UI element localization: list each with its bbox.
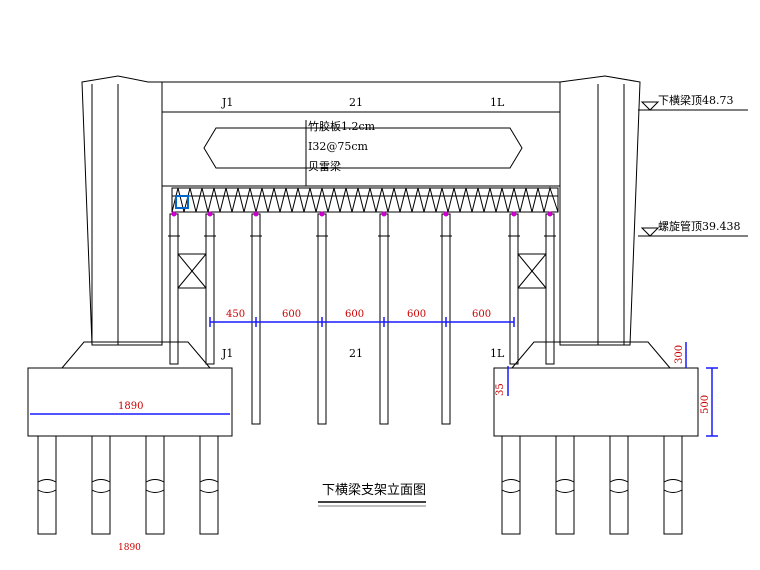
beam-note-1: 竹胶板1.2cm <box>308 119 376 133</box>
span-ticks <box>209 317 515 327</box>
left-pier <box>81 75 163 346</box>
section-mark-upper-left: J1 <box>221 96 233 109</box>
section-mark-lower-right: 1L <box>490 347 505 360</box>
bailey-truss <box>171 186 559 213</box>
elevation-marks <box>638 101 748 237</box>
cross-beam <box>162 81 560 187</box>
elevation-pipe-top: 螺旋管顶39.438 <box>658 219 741 233</box>
corner-anchor-icon <box>175 195 189 209</box>
bracing-left <box>177 253 207 289</box>
pile-break-marks <box>37 479 683 493</box>
section-mark-lower-left: J1 <box>221 347 233 360</box>
beam-note-2: I32@75cm <box>308 140 369 153</box>
cap-height-dim: 300 <box>674 345 685 364</box>
beam-note-3: 贝雷梁 <box>308 159 341 173</box>
elevation-beam-top: 下横梁顶48.73 <box>658 93 734 107</box>
footing-height-dim: 500 <box>700 395 711 414</box>
span-dim-2: 600 <box>282 309 301 320</box>
bottom-note: 1890 <box>118 543 141 553</box>
section-mark-upper-middle: 21 <box>349 96 363 109</box>
span-dim-5: 600 <box>472 309 491 320</box>
bracing-right <box>517 253 547 289</box>
left-pile-cap <box>27 341 233 437</box>
span-dim-3: 600 <box>345 309 364 320</box>
height-dimension-lines <box>507 342 718 437</box>
section-mark-lower-middle: 21 <box>349 347 363 360</box>
small-offset-dim: 35 <box>495 383 506 396</box>
piles <box>37 435 683 535</box>
right-pile-cap <box>493 341 699 437</box>
right-pier <box>559 75 641 346</box>
pipe-heads <box>171 211 553 217</box>
span-dim-1: 450 <box>226 309 245 320</box>
section-mark-upper-right: 1L <box>490 96 505 109</box>
span-dim-4: 600 <box>407 309 426 320</box>
footing-width-dim: 1890 <box>118 401 143 412</box>
drawing-title: 下横梁支架立面图 <box>322 483 426 498</box>
